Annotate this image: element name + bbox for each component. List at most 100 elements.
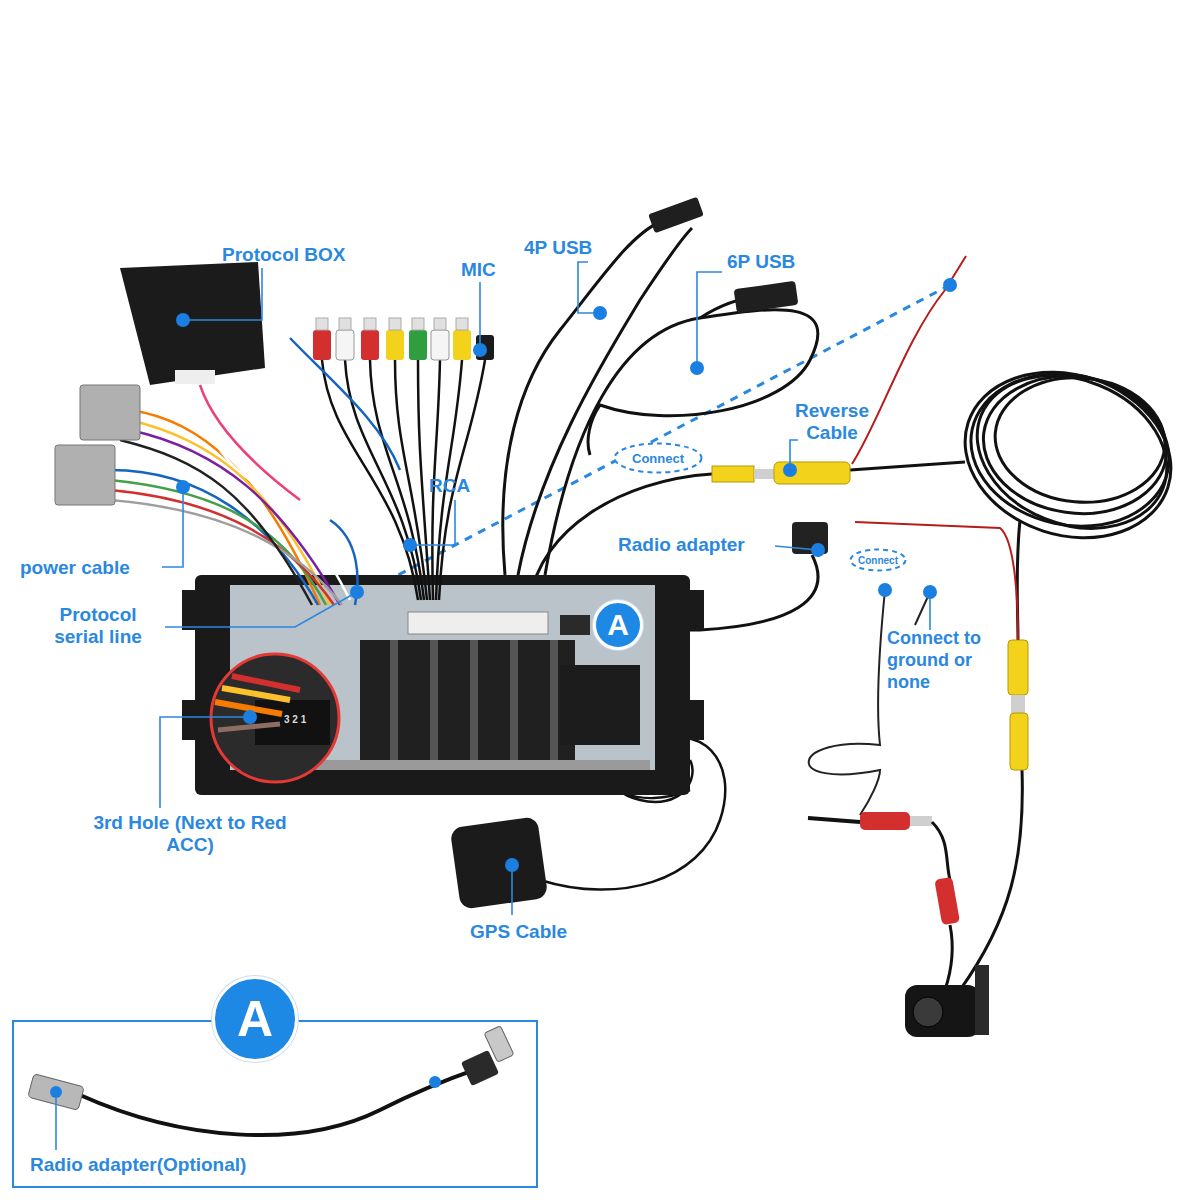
harness-connector (80, 385, 140, 440)
callout-circle: A (212, 976, 298, 1062)
wire (110, 500, 342, 605)
callout-dot (783, 463, 797, 477)
leader-line (160, 717, 250, 808)
red-rca-plug (934, 877, 960, 925)
callout-label: RCA (429, 475, 470, 497)
wire (190, 385, 350, 600)
callout-label: MIC (461, 259, 496, 281)
rca-plug (453, 330, 471, 360)
protocol-box (120, 262, 265, 385)
yellow-rca-jack (774, 462, 850, 484)
callout-dot (243, 710, 257, 724)
rca-tip (364, 318, 376, 330)
callout-dot (923, 585, 937, 599)
harness-connector (55, 445, 115, 505)
connect-text: Connect (632, 451, 684, 466)
camera-power-cable (932, 822, 950, 880)
camera-power-cable (808, 818, 860, 822)
usb-cable (518, 228, 692, 575)
leader-line (697, 272, 722, 368)
callout-label: power cable (20, 557, 130, 579)
rca-tip (1011, 695, 1025, 713)
yellow-rca-plug (1010, 713, 1028, 770)
zoom-connector (255, 700, 330, 745)
callout-dot (811, 543, 825, 557)
inset-caption: Radio adapter(Optional) (30, 1154, 246, 1176)
leader-line (55, 1092, 57, 1150)
connect-ellipse: Connect (613, 442, 703, 474)
reverse-camera (905, 985, 980, 1037)
callout-dots (50, 278, 957, 1098)
zoom-inset (211, 654, 339, 782)
antenna-port (560, 615, 590, 635)
coil-loop (943, 346, 1192, 563)
power-wire (855, 522, 1018, 640)
callout-dot (176, 313, 190, 327)
callout-dot (176, 480, 190, 494)
callout-label: 3 2 1 (284, 714, 306, 726)
gps-antenna (450, 816, 549, 909)
bracket-rib (550, 640, 558, 760)
rca-tip (412, 318, 424, 330)
head-unit-bracket (360, 640, 575, 760)
coil-loop (954, 349, 1190, 556)
rca-tip (754, 469, 774, 479)
leader-line (578, 262, 600, 313)
callout-dot (878, 583, 892, 597)
ellipse-outline (851, 550, 906, 571)
callout-label: Protocol serial line (38, 604, 158, 648)
adapter-cable (80, 1068, 480, 1135)
zoom-wire (232, 676, 300, 690)
rca-tip (910, 816, 932, 826)
wire (110, 490, 334, 605)
rca-wires (290, 338, 485, 600)
rca-plug (336, 330, 354, 360)
wire (418, 360, 430, 600)
wire (120, 440, 312, 605)
bracket-rib (470, 640, 478, 760)
callout-dot (593, 306, 607, 320)
rca-tip (456, 318, 468, 330)
rca-plug (386, 330, 404, 360)
callout-label: Connect to ground or none (887, 627, 1007, 693)
usb-4p-connector (648, 197, 704, 234)
dashed-guide-line (360, 285, 950, 595)
camera-bracket (975, 965, 989, 1035)
power-harness (110, 385, 357, 605)
connect-ellipse: Connect (849, 548, 907, 572)
callout-label: Radio adapter (618, 534, 745, 556)
adapter-plug (484, 1026, 514, 1063)
red-rca-plug (860, 812, 910, 830)
camera-lens (913, 997, 943, 1027)
connect-text: Connect (858, 555, 898, 566)
wire (110, 480, 326, 605)
rca-plug (313, 330, 331, 360)
callout-label: GPS Cable (470, 921, 567, 943)
zoom-wire (222, 688, 290, 700)
leader-line (162, 487, 183, 567)
callout-dot (350, 585, 364, 599)
coiled-cable (943, 346, 1192, 990)
head-unit-frame (195, 575, 690, 795)
callout-letter: A (237, 990, 273, 1048)
callout-letter: A (607, 608, 629, 642)
usb-6p-connector (734, 281, 799, 313)
ellipse-outline (615, 444, 702, 473)
callout-dot (403, 538, 417, 552)
rca-tip (389, 318, 401, 330)
callout-dot (943, 278, 957, 292)
leader-line (165, 592, 357, 627)
reverse-cable (850, 462, 965, 470)
rca-plug (431, 330, 449, 360)
leader-line (511, 865, 513, 915)
leader-line (479, 282, 481, 350)
leader-line (183, 268, 262, 320)
rca-tip (316, 318, 328, 330)
yellow-rca-jack (1008, 640, 1028, 695)
rca-plug (409, 330, 427, 360)
leader-line (410, 500, 455, 545)
callout-dot (429, 1076, 441, 1088)
coil-loop (990, 371, 1170, 509)
callout-dot (50, 1086, 62, 1098)
